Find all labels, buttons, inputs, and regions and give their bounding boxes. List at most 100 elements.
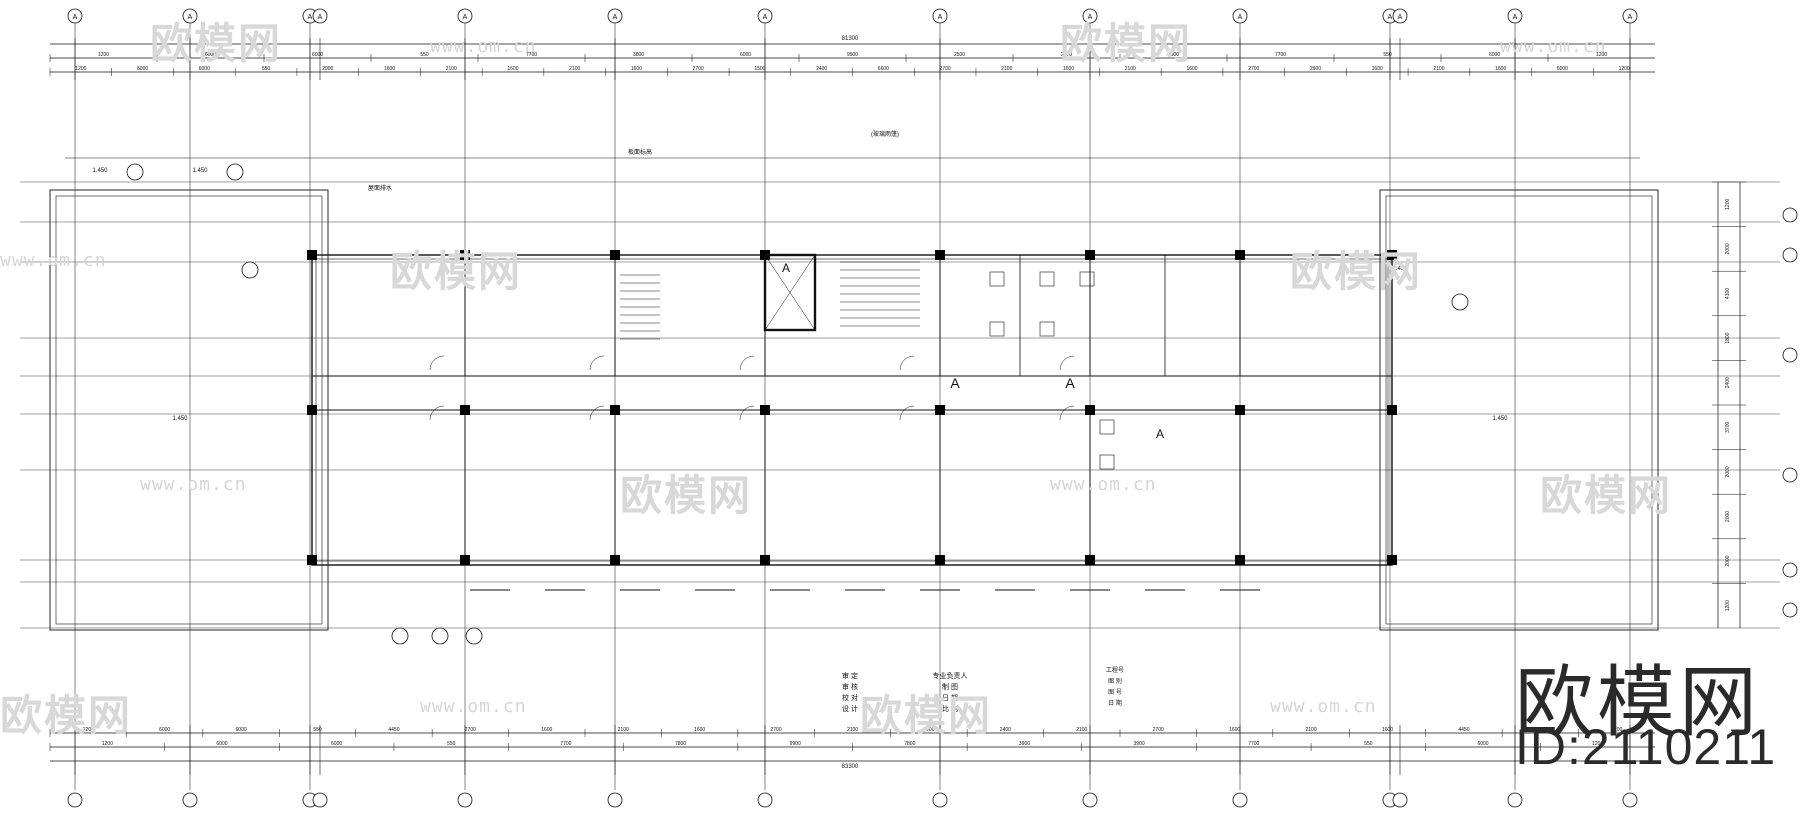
axis-bubble [1782,347,1798,363]
elevation-label: 1.450 [172,416,188,422]
dimension-value: 1600 [1372,66,1383,72]
elevation-label: 1.450 [1392,266,1408,272]
title-block-text: 制 图 [942,682,958,691]
title-block-text: 比 例 [942,704,958,713]
column [1387,405,1397,415]
toilet-fixture [1039,271,1055,287]
dimension-value: 6000 [1477,741,1488,747]
toilet-fixture [1039,321,1055,337]
dimension-value: 2700 [940,66,951,72]
dimension-value: 1200 [1596,52,1607,58]
watermark-logo: 欧模网 [860,691,993,740]
dimension-value: 2500 [954,52,965,58]
watermark-logo: 欧模网 [150,19,283,68]
door-swing [899,405,915,421]
dimension-value: 6600 [878,66,889,72]
watermark-logo: 欧模网 [1290,247,1423,296]
title-block-text: 图 别 [1108,677,1122,685]
axis-bubble [1782,247,1798,263]
dimension-value: 2100 [1433,66,1444,72]
watermark-logo: 欧模网 [390,247,523,296]
detail-bubble [241,261,259,279]
title-block-text: 审 核 [842,682,858,691]
dimension-value: 1600 [1063,66,1074,72]
detail-bubble [126,163,144,181]
dimension-value: 2900 [322,66,333,72]
dimension-value: 4100 [1725,288,1731,299]
dimension-value: 1600 [1186,66,1197,72]
axis-bubble [67,8,83,24]
axis-bubble [1507,8,1523,24]
dimension-value: 6000 [1557,66,1568,72]
watermark-logo: 欧模网 [0,691,133,740]
dimension-value: 1200 [1592,741,1603,747]
axis-bubble-label: A [613,14,618,21]
title-block-text: 日 期 [942,694,958,702]
dimension-value: 2100 [1306,727,1317,733]
watermark-url: www.om.cn [430,36,537,57]
title-block-text: 日 期 [1108,699,1122,707]
axis-bubble-label: A [763,14,768,21]
dimension-value: 2700 [771,727,782,733]
dimension-value: 6000 [740,52,751,58]
title-block-text: 图 号 [1108,689,1122,696]
dimension-value: 6000 [1489,52,1500,58]
dimension-value: 1600 [507,66,518,72]
detail-bubble [391,627,409,645]
dimension-value: 6000 [205,52,216,58]
column [1387,250,1397,260]
annotation-text: (玻璃雨篷) [871,130,899,138]
dimension-value: 2100 [1001,66,1012,72]
axis-bubble [607,8,623,24]
dimension-value: 2400 [1000,727,1011,733]
axis-bubble [312,8,328,24]
watermark-logo: 欧模网 [1540,471,1673,520]
room-label: A [1065,375,1075,391]
dimension-value: 2100 [1125,66,1136,72]
axis-bubble [1622,8,1638,24]
detail-bubble [431,627,449,645]
title-block-text: 审 定 [842,671,858,680]
axis-bubble [757,8,773,24]
elevator-shaft [763,253,817,332]
dimension-value: 1200 [1725,199,1731,210]
axis-bubble [1782,207,1798,223]
column [307,405,317,415]
watermark-logo: 欧模网 [620,471,753,520]
door-swing [429,405,445,421]
axis-bubble [1507,792,1523,808]
dimension-value: 6900 [1168,52,1179,58]
dimension-value: 2700 [693,66,704,72]
dimension-value: 6000 [331,741,342,747]
door-swing [1059,355,1075,371]
column [610,405,620,415]
dimension-value: 6000 [159,727,170,733]
axis-bubble [1782,602,1798,618]
dimension-value: 1200 [98,52,109,58]
annotation-text: 板面标高 [628,148,652,156]
detail-bubble [1451,293,1469,311]
dimension-value: 7800 [904,741,915,747]
axis-bubble-label: A [73,14,78,21]
axis-bubble-label: A [318,14,323,21]
toilet-fixture [1099,454,1115,470]
toilet-fixture [989,321,1005,337]
title-block-text: 校 对 [842,693,858,702]
model-id-label: ID:2110211 [1515,719,1777,775]
dimension-value: 1600 [541,727,552,733]
dimension-value: 6000 [1535,727,1546,733]
room-details [429,253,1260,591]
elevation-label: 1.450 [192,168,208,174]
column [935,555,945,565]
dimension-value: 1600 [1382,727,1393,733]
watermark-url: www.om.cn [0,250,107,271]
toilet-fixture [989,271,1005,287]
axis-bubble-label: A [1513,14,1518,21]
column [460,405,470,415]
elevator-cross [764,254,816,331]
dimension-value: 9900 [923,727,934,733]
